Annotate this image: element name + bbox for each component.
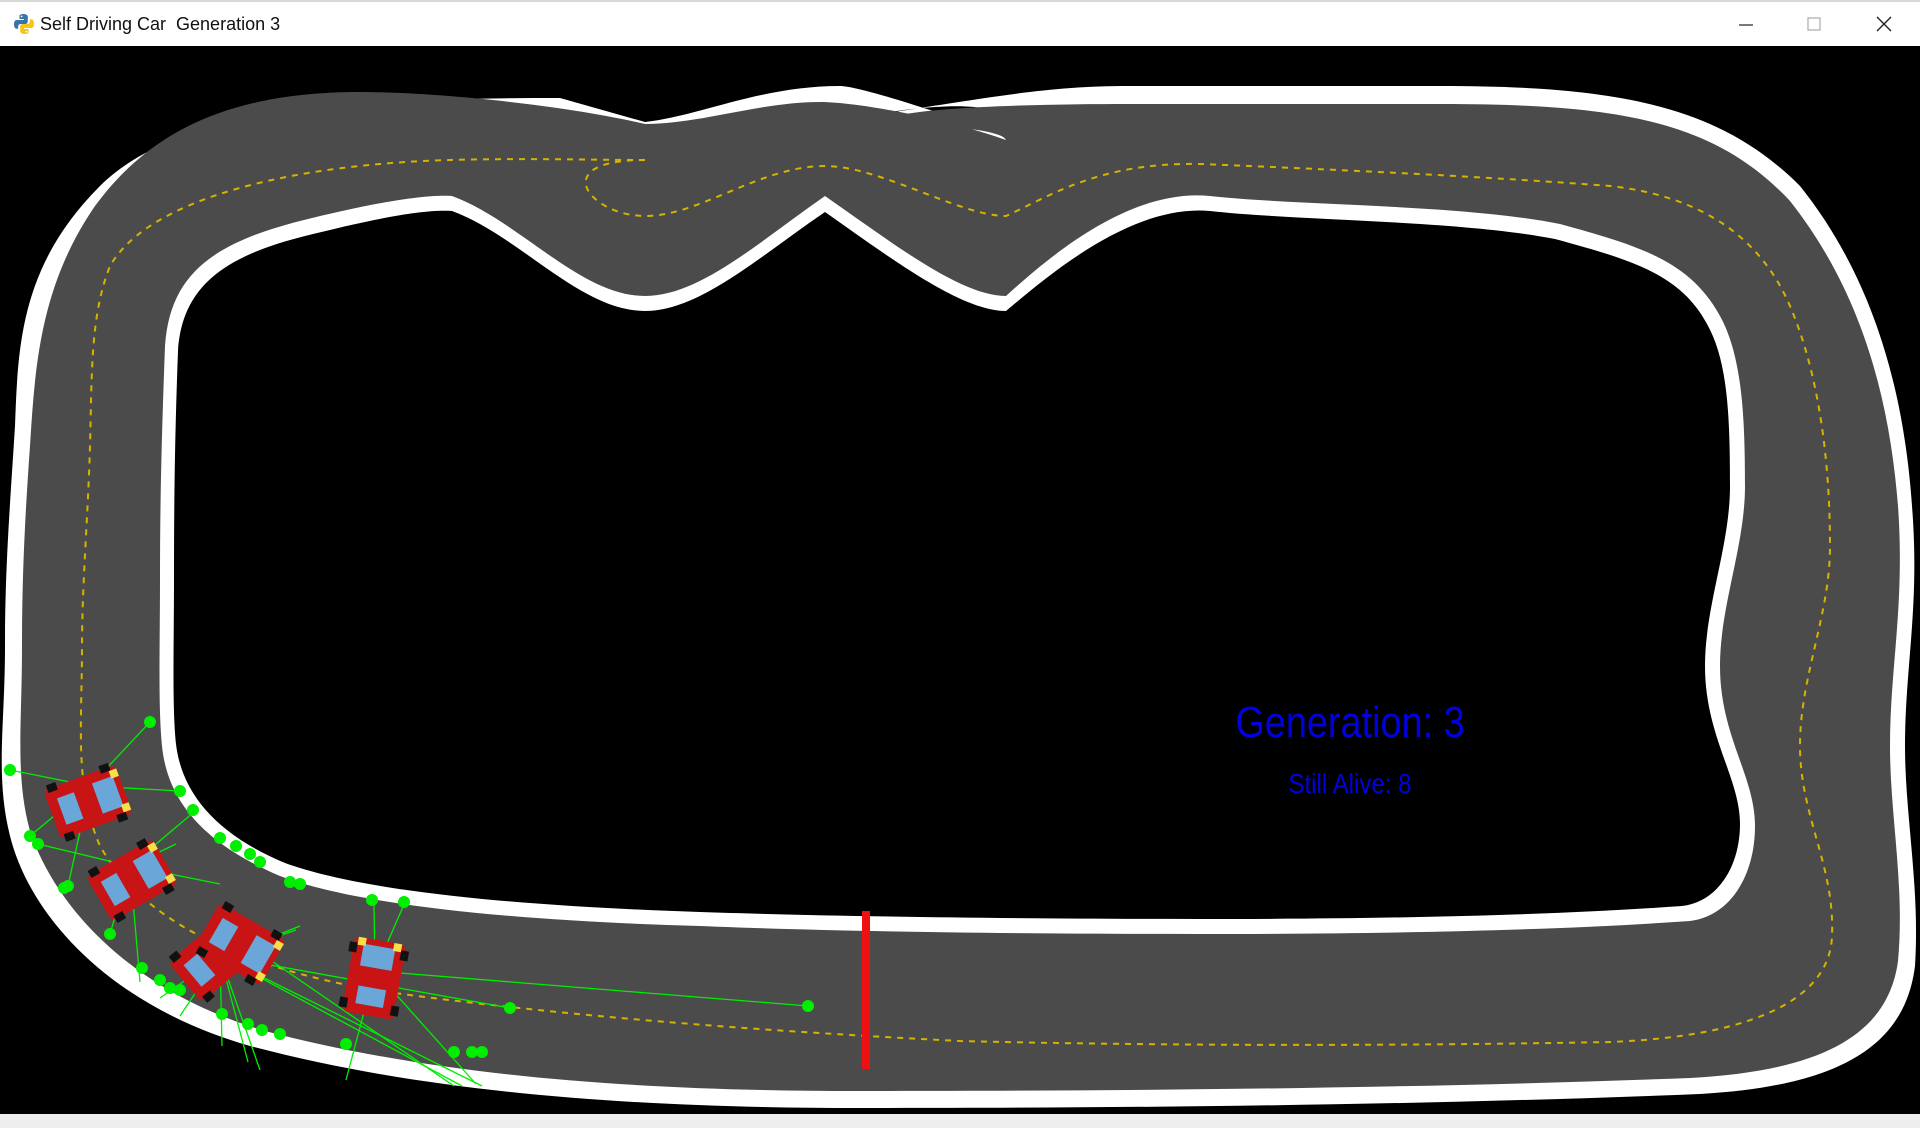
sensor-endpoints xyxy=(4,716,814,1058)
taskbar-strip xyxy=(0,1114,1920,1128)
close-icon xyxy=(1876,16,1892,32)
generation-label: Generation: 3 xyxy=(1235,698,1465,747)
cars xyxy=(45,762,410,1019)
race-track xyxy=(1,86,1917,1108)
close-button[interactable] xyxy=(1850,2,1918,46)
still-alive-label: Still Alive: 8 xyxy=(1288,768,1412,799)
maximize-icon xyxy=(1807,17,1821,31)
title-bar: Self Driving Car Generation 3 xyxy=(0,0,1920,46)
maximize-button[interactable] xyxy=(1780,2,1848,46)
finish-line xyxy=(862,911,870,1069)
car xyxy=(45,762,132,842)
car xyxy=(338,936,410,1019)
minimize-button[interactable] xyxy=(1712,2,1780,46)
python-icon xyxy=(12,12,36,36)
game-canvas[interactable]: Generation: 3 Still Alive: 8 xyxy=(0,46,1920,1114)
car xyxy=(195,901,284,986)
window-title: Self Driving Car Generation 3 xyxy=(40,14,281,34)
car xyxy=(87,838,176,923)
minimize-icon xyxy=(1739,24,1753,26)
